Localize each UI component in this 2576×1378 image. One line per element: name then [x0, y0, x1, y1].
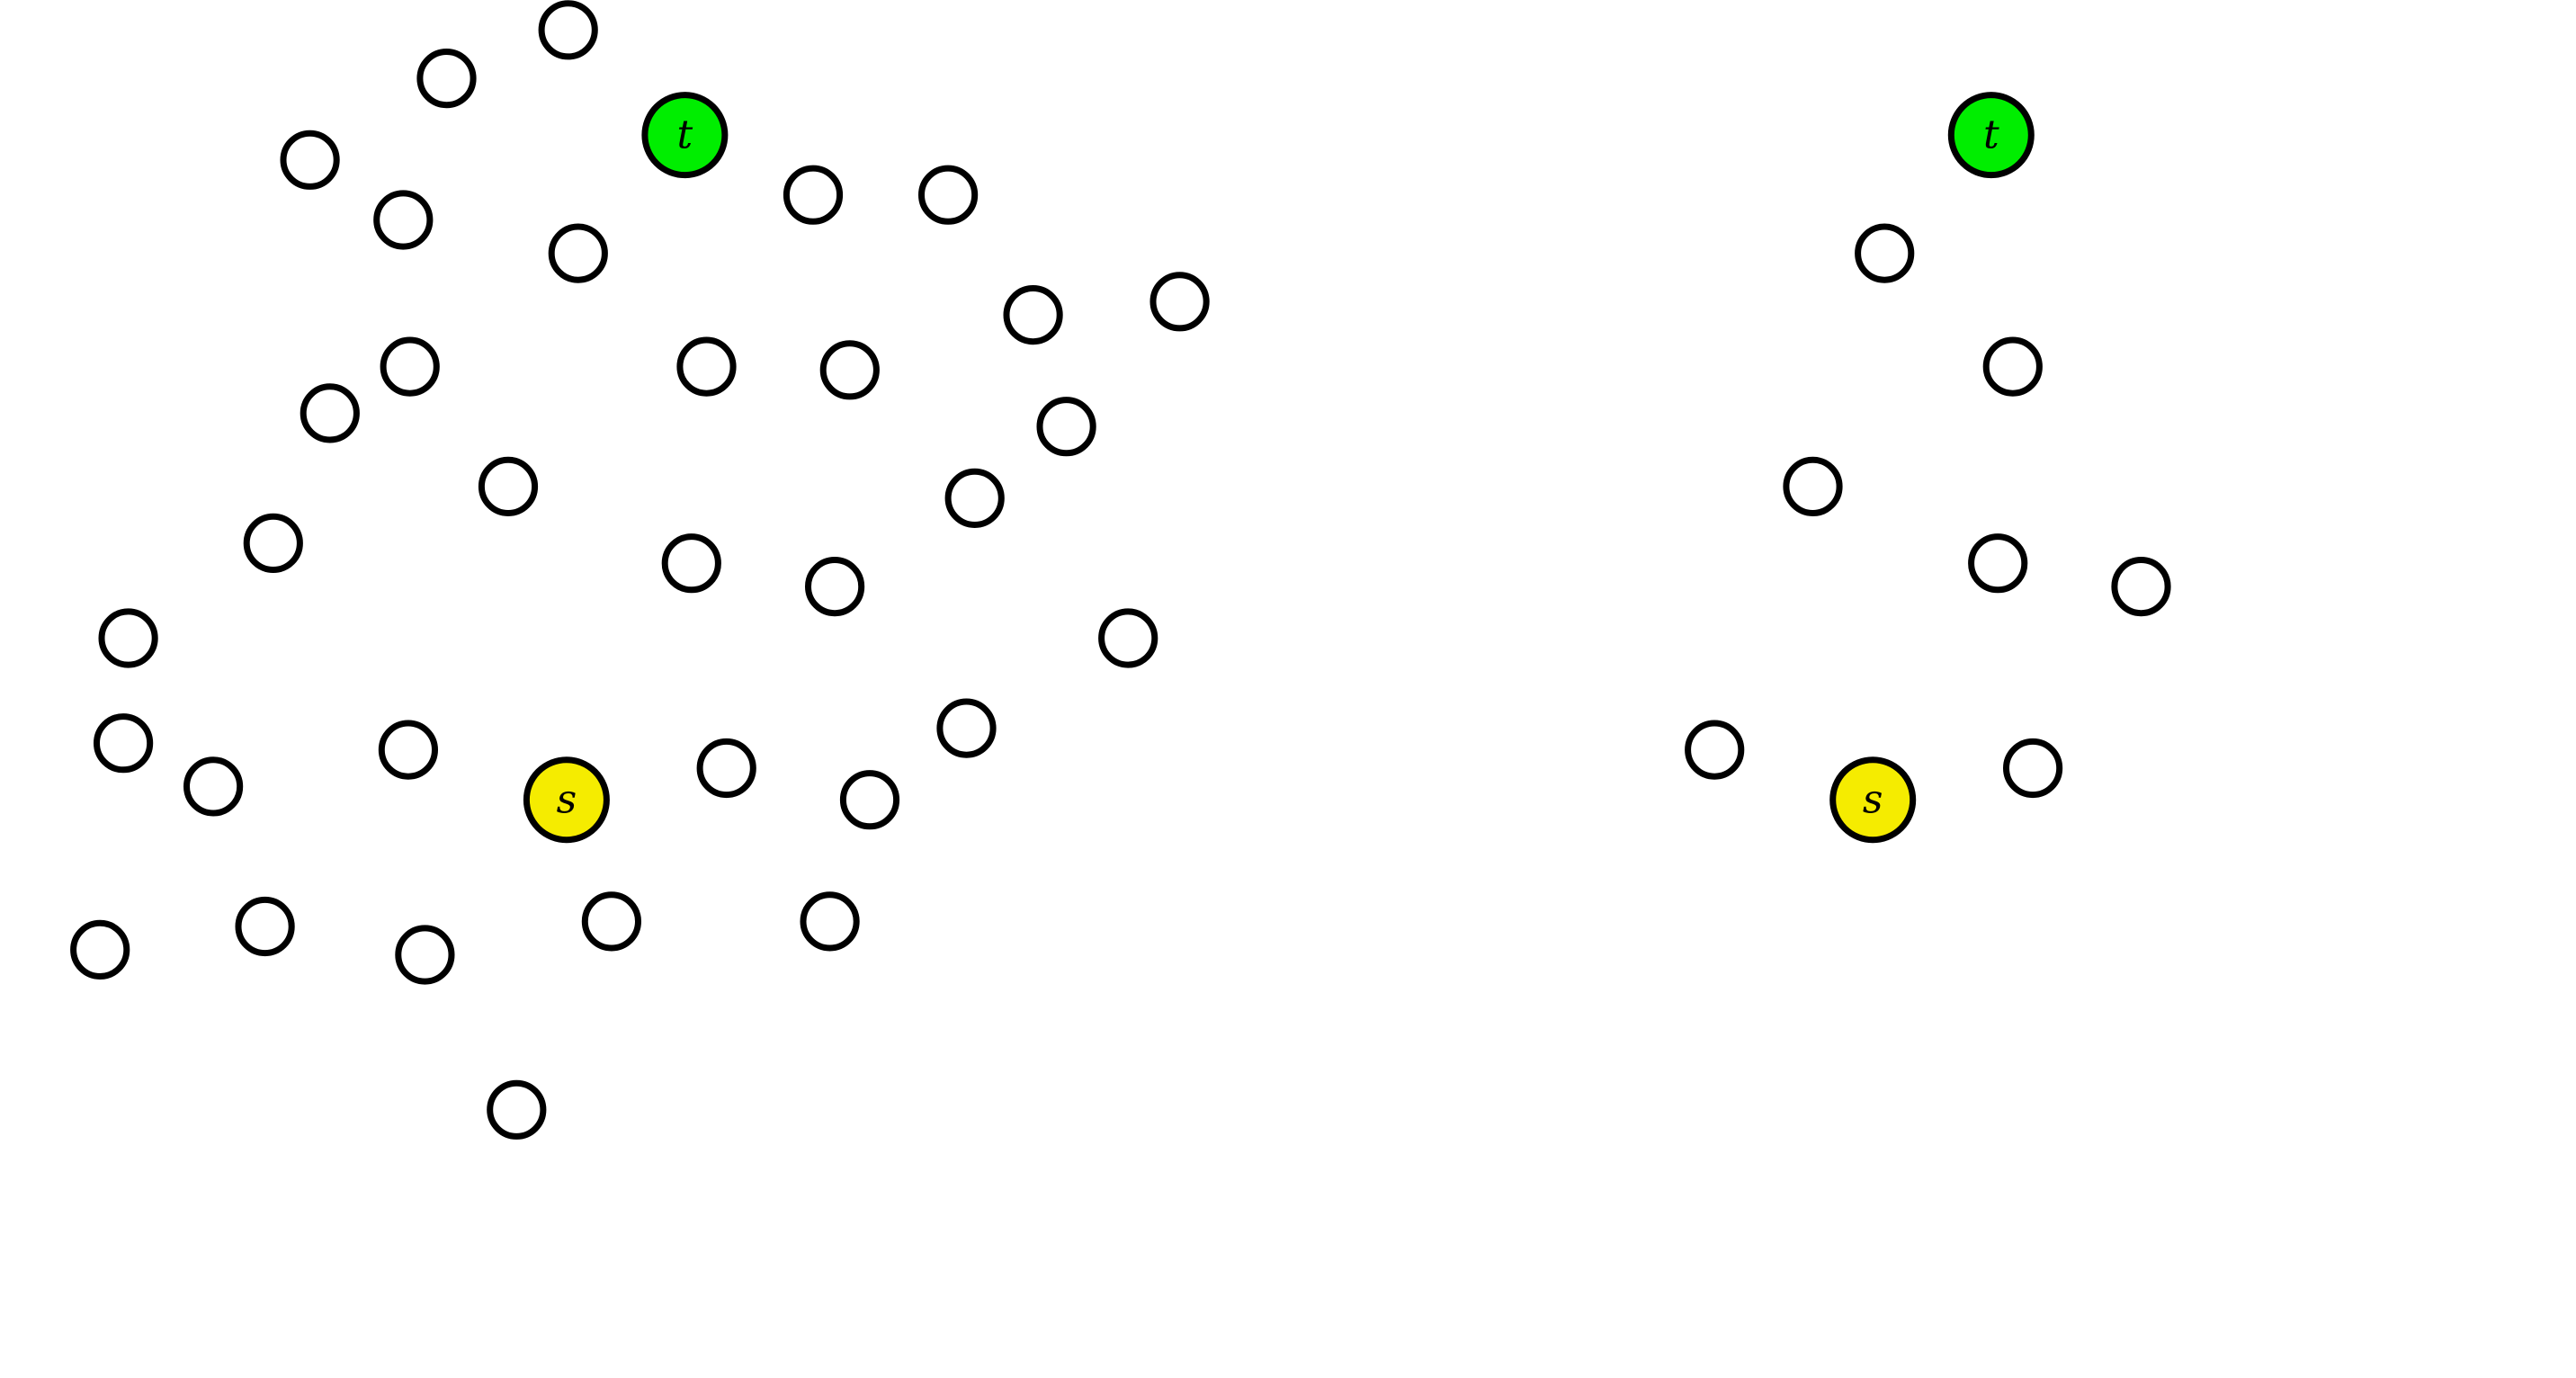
graph-node	[800, 891, 860, 952]
graph-node	[94, 713, 154, 774]
target-node	[1947, 92, 2035, 179]
graph-node	[2003, 738, 2063, 799]
graph-node	[819, 340, 880, 400]
graph-node	[378, 720, 438, 780]
graph-node	[1968, 533, 2028, 594]
graph-node	[936, 698, 997, 758]
graph-node	[918, 165, 979, 225]
graph-node	[300, 383, 360, 443]
graph-node	[235, 896, 295, 957]
graph-node	[661, 533, 721, 594]
graph-node	[416, 49, 477, 109]
target-node-label: t	[677, 112, 693, 158]
graph-node	[1685, 720, 1745, 780]
source-node	[1829, 756, 1917, 844]
right-graph-panel: ts	[1685, 92, 2171, 844]
graph-node	[696, 738, 756, 799]
graph-node	[380, 336, 440, 397]
graph-node	[538, 0, 598, 60]
graph-node	[70, 919, 130, 980]
target-node	[641, 92, 729, 179]
graph-node	[1098, 608, 1158, 668]
target-node-label: t	[1983, 112, 1999, 158]
graph-node	[1982, 336, 2043, 397]
source-node-label: s	[557, 777, 577, 823]
graph-node	[1149, 272, 1210, 332]
graph-node	[805, 557, 865, 617]
graph-node	[478, 456, 539, 517]
graph-node	[839, 770, 900, 830]
graph-node	[243, 513, 303, 574]
graph-node	[783, 165, 844, 225]
graph-node	[373, 190, 434, 250]
graph-node	[1036, 397, 1096, 457]
graph-node	[944, 468, 1005, 529]
graph-node	[2111, 557, 2171, 617]
graph-node	[1855, 223, 1915, 283]
graph-node	[395, 925, 455, 985]
left-graph-panel: ts	[70, 0, 1210, 1140]
graph-node	[548, 223, 608, 283]
graph-node	[98, 608, 158, 668]
graph-node	[581, 891, 642, 952]
graph-node	[676, 336, 737, 397]
graph-node	[1783, 456, 1843, 517]
graph-node	[183, 756, 244, 817]
source-node	[523, 756, 610, 844]
graph-node	[487, 1079, 547, 1140]
graph-node	[280, 130, 340, 190]
graph-node	[1003, 285, 1063, 345]
source-node-label: s	[1863, 777, 1883, 823]
